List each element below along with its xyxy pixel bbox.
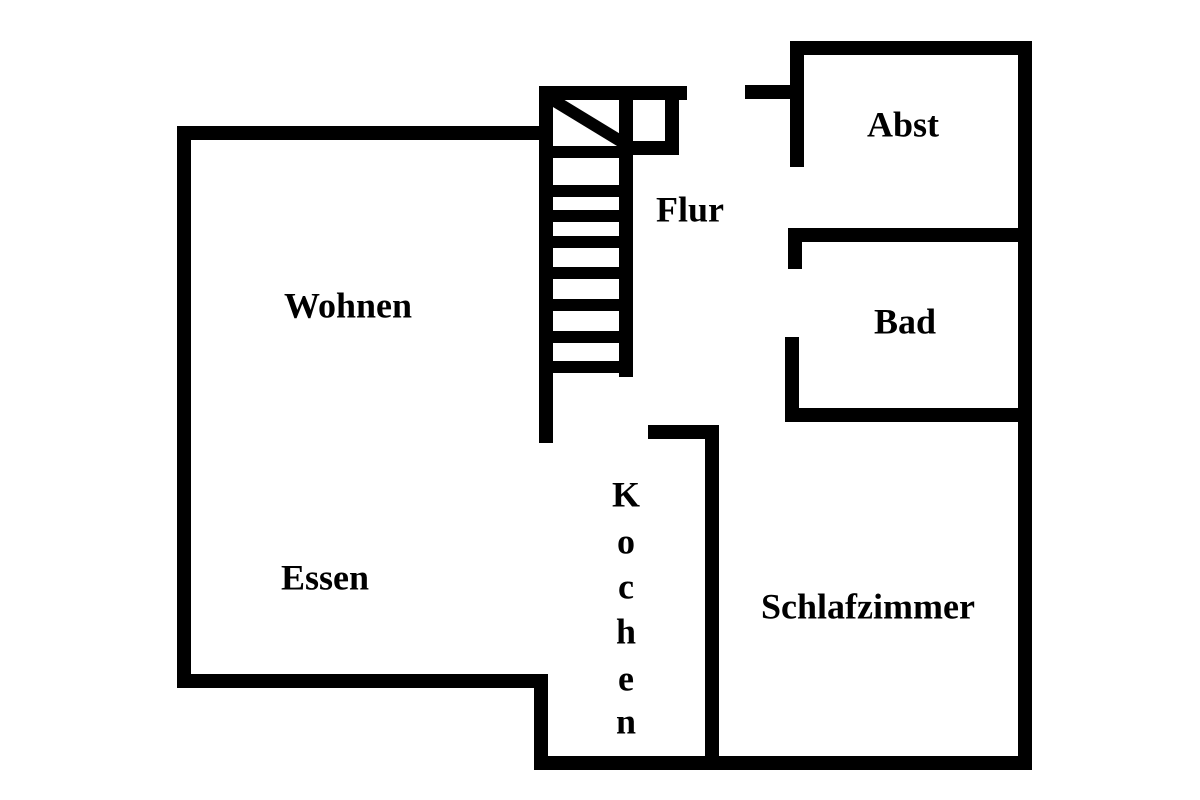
kochen-letter: n (616, 701, 636, 741)
wall-wohnen-outer (177, 41, 1032, 770)
wall-bad-top (788, 228, 1032, 269)
room-label-essen: Essen (281, 557, 369, 597)
kochen-letter: o (617, 521, 635, 561)
kochen-letter: e (618, 658, 634, 698)
stair-landing (623, 86, 679, 155)
kochen-letter: K (612, 474, 640, 514)
room-label-flur: Flur (656, 189, 724, 229)
room-label-abst: Abst (867, 104, 939, 144)
staircase (539, 86, 687, 443)
room-label-schlafzimmer: Schlafzimmer (761, 586, 975, 626)
kochen-letter: c (618, 566, 634, 606)
room-label-wohnen: Wohnen (284, 285, 412, 325)
wall-kitchen (648, 425, 719, 770)
kochen-letter: h (616, 611, 636, 651)
walls (177, 41, 1032, 770)
room-label-bad: Bad (874, 301, 936, 341)
room-label-kochen: K o c h e n (612, 474, 640, 741)
wall-bad-lower (785, 337, 1032, 422)
stair-outer (539, 86, 687, 443)
stair-diagonal (549, 94, 626, 148)
